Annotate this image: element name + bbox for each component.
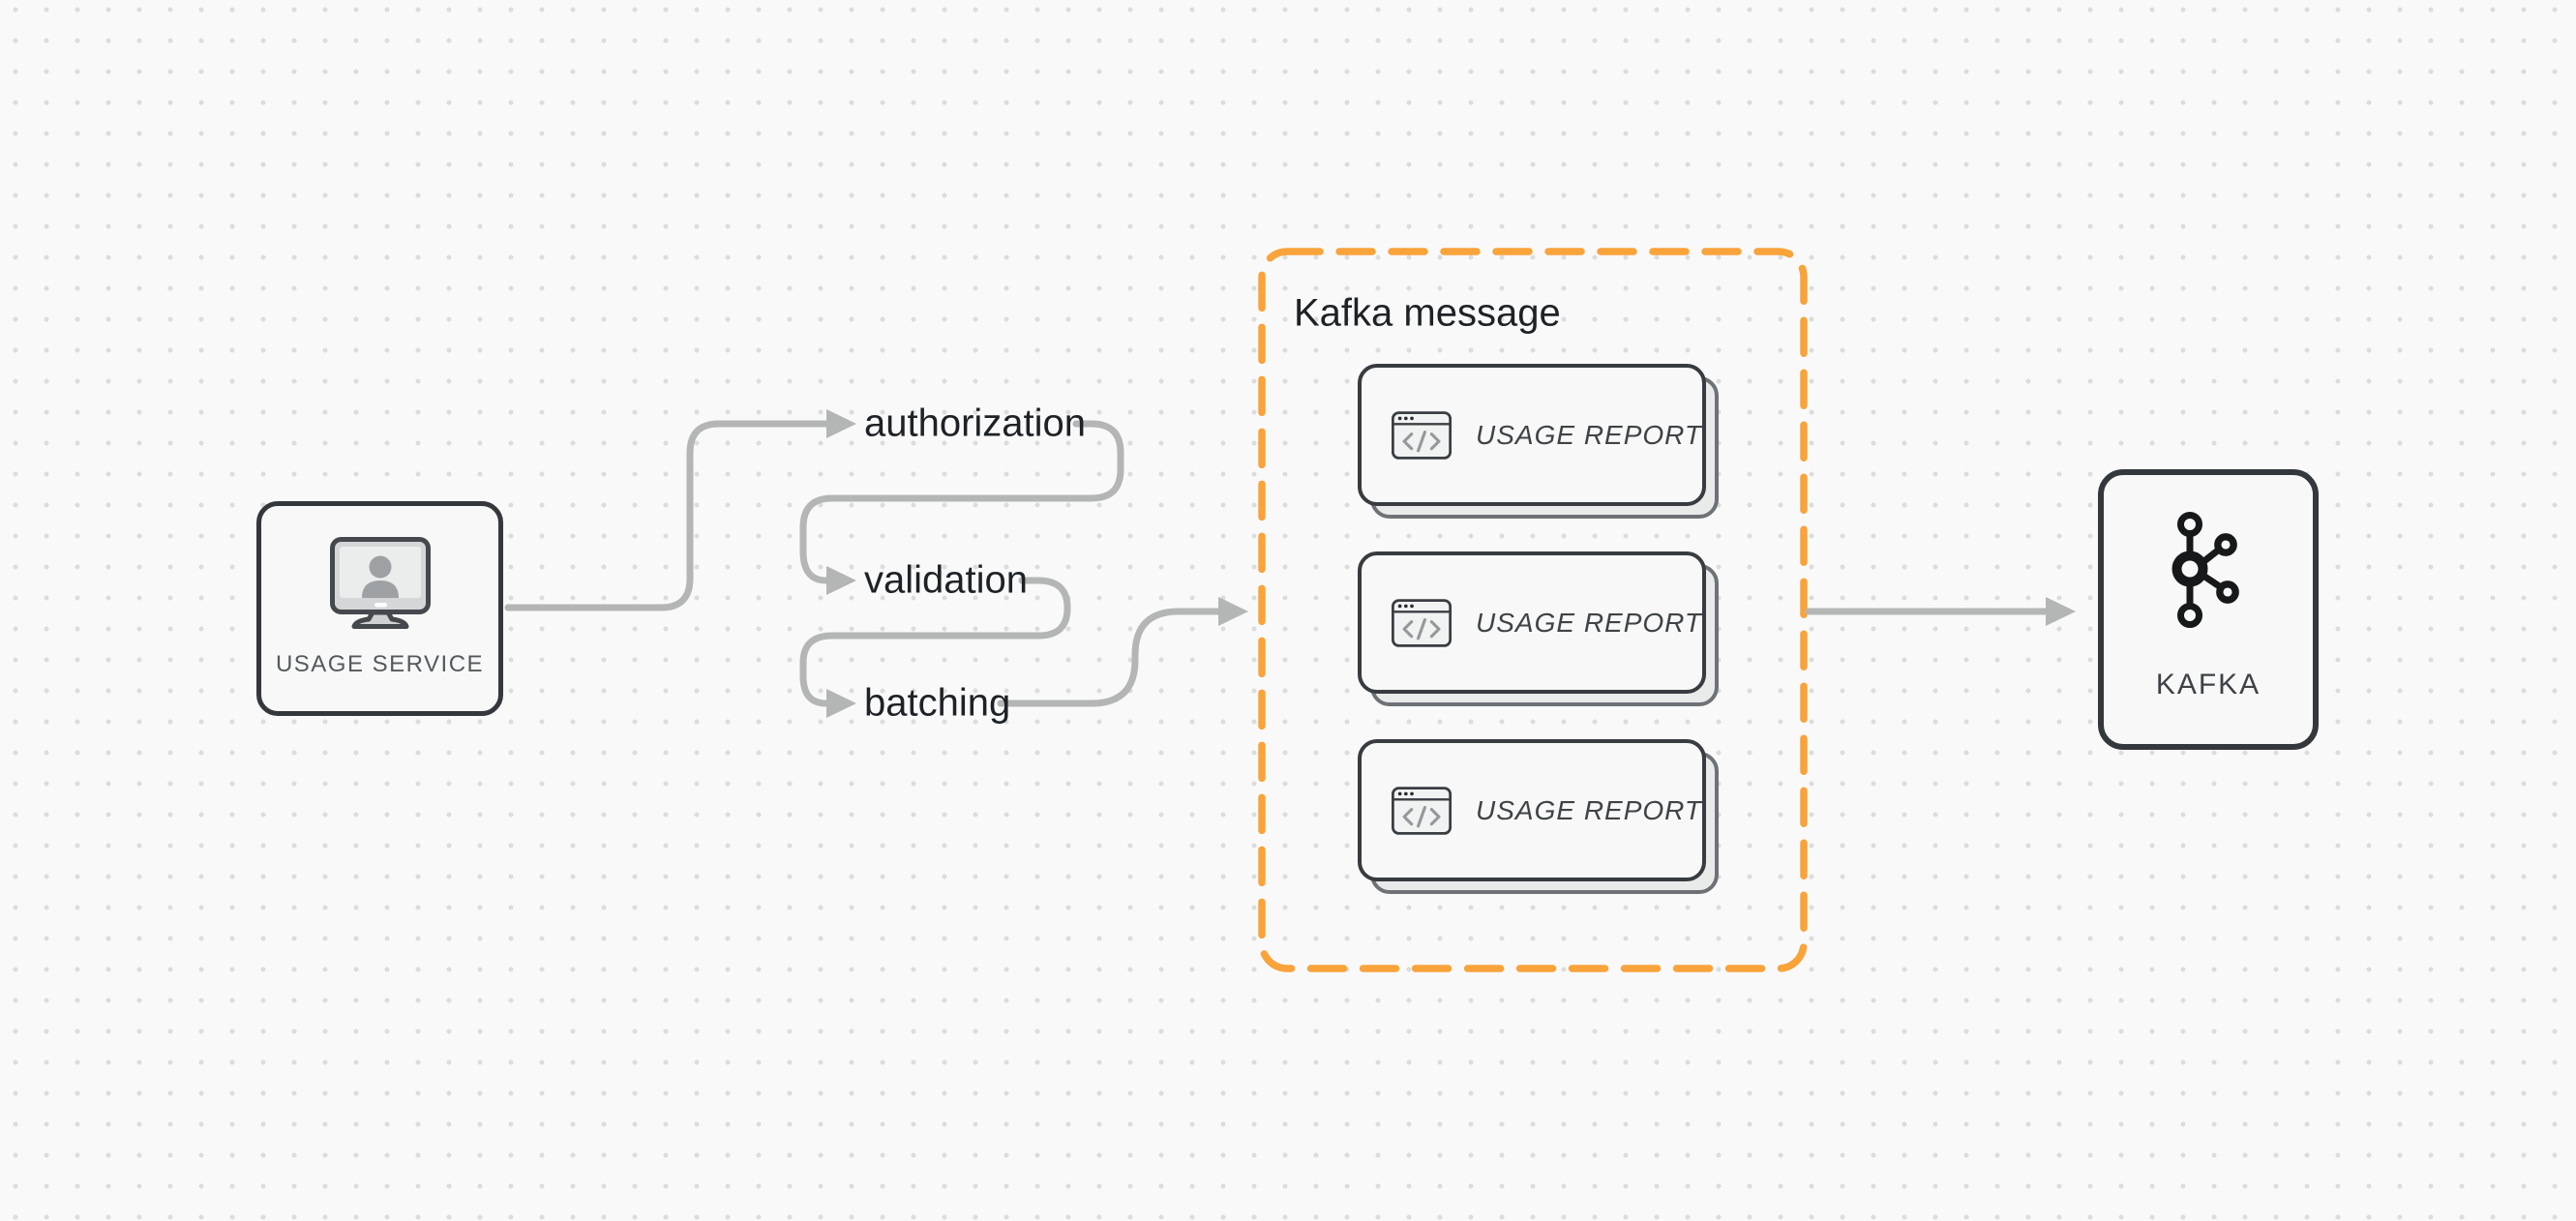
- usage-service-label: USAGE SERVICE: [275, 651, 485, 677]
- connector-validation-to-batching: [799, 577, 1071, 707]
- connector-authorization-to-validation: [799, 420, 1124, 584]
- kafka-logo-icon: [2172, 512, 2239, 628]
- connector-batching-to-kafka-message: [997, 608, 1222, 707]
- flow-step-batching: batching: [864, 681, 1011, 725]
- arrowhead-kafka-icon: [2046, 597, 2076, 626]
- arrowhead-authorization-icon: [826, 409, 856, 438]
- flow-step-validation: validation: [864, 558, 1029, 602]
- arrowhead-batching-icon: [826, 689, 856, 718]
- code-window-icon: [1392, 598, 1453, 647]
- kafka-message-group-border: [1258, 248, 1808, 972]
- usage-report-label: USAGE REPORT: [1476, 794, 1702, 825]
- usage-report-label: USAGE REPORT: [1476, 607, 1702, 638]
- code-window-icon: [1392, 410, 1453, 460]
- usage-report-card: USAGE REPORT: [1358, 739, 1719, 894]
- arrowhead-validation-icon: [826, 566, 856, 595]
- code-window-icon: [1392, 786, 1453, 835]
- usage-report-card: USAGE REPORT: [1358, 551, 1719, 706]
- arrowhead-kafka-message-icon: [1218, 597, 1248, 626]
- flow-step-authorization: authorization: [864, 402, 1087, 445]
- usage-service-node: USAGE SERVICE: [256, 501, 503, 716]
- monitor-user-icon: [329, 537, 431, 629]
- kafka-label: KAFKA: [2155, 669, 2261, 700]
- kafka-message-group-title: Kafka message: [1294, 291, 1561, 335]
- usage-report-card: USAGE REPORT: [1358, 364, 1719, 519]
- connector-usage-to-authorization: [504, 420, 830, 611]
- usage-report-label: USAGE REPORT: [1476, 419, 1702, 450]
- kafka-node: KAFKA: [2098, 469, 2319, 750]
